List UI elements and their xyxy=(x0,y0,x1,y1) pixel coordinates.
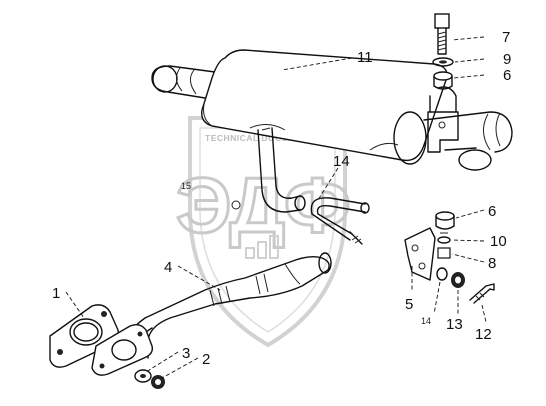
leader-lines xyxy=(65,36,487,379)
washer-9-part xyxy=(432,57,454,67)
callout-6-upper: 6 xyxy=(503,67,511,84)
watermark-letters-text: ЭДФ xyxy=(176,161,351,249)
callout-5: 5 xyxy=(405,296,413,313)
bolt-12-part xyxy=(469,283,495,304)
callout-1: 1 xyxy=(52,285,60,302)
hanger-rod-14-part xyxy=(310,197,370,245)
callout-4: 4 xyxy=(164,259,172,276)
watermark-shield-inner-icon xyxy=(199,127,336,333)
pipe-flange-part xyxy=(91,323,154,376)
callouts: 1 2 3 4 5 6 6 7 8 9 10 11 12 13 14 14 15 xyxy=(52,29,511,368)
washer-10-part xyxy=(437,232,451,244)
callout-2: 2 xyxy=(202,351,210,368)
nut-8-part xyxy=(437,247,451,259)
muffler-part xyxy=(151,49,513,171)
callout-14-upper: 14 xyxy=(333,153,350,170)
callout-11: 11 xyxy=(357,49,373,66)
callout-7: 7 xyxy=(502,29,510,46)
cushion-6-top-part xyxy=(433,71,453,90)
callout-14-lower: 14 xyxy=(421,316,431,326)
callout-6-lower: 6 xyxy=(488,203,496,220)
callout-9: 9 xyxy=(503,51,511,68)
nut-13-part xyxy=(451,272,465,288)
rubber-14-lower-part xyxy=(436,267,448,281)
callout-13: 13 xyxy=(446,316,463,333)
callout-8: 8 xyxy=(488,255,496,272)
cushion-6-bottom-part xyxy=(435,211,455,230)
lower-bracket-5-part xyxy=(404,227,436,281)
nut-2-part xyxy=(151,375,165,389)
hanger-pipe-15-part xyxy=(231,127,306,213)
upper-bracket-part xyxy=(427,86,459,153)
callout-10: 10 xyxy=(490,233,507,250)
washer-3-part xyxy=(134,369,152,383)
bolt-7-part xyxy=(434,13,450,55)
watermark: TECHNICAL DOCUMENTATION ЭДФ xyxy=(175,116,352,348)
callout-3: 3 xyxy=(182,345,190,362)
callout-15: 15 xyxy=(181,181,191,191)
watermark-building-icon xyxy=(245,235,279,259)
watermark-shield-icon xyxy=(188,116,347,348)
callout-12: 12 xyxy=(475,326,492,343)
